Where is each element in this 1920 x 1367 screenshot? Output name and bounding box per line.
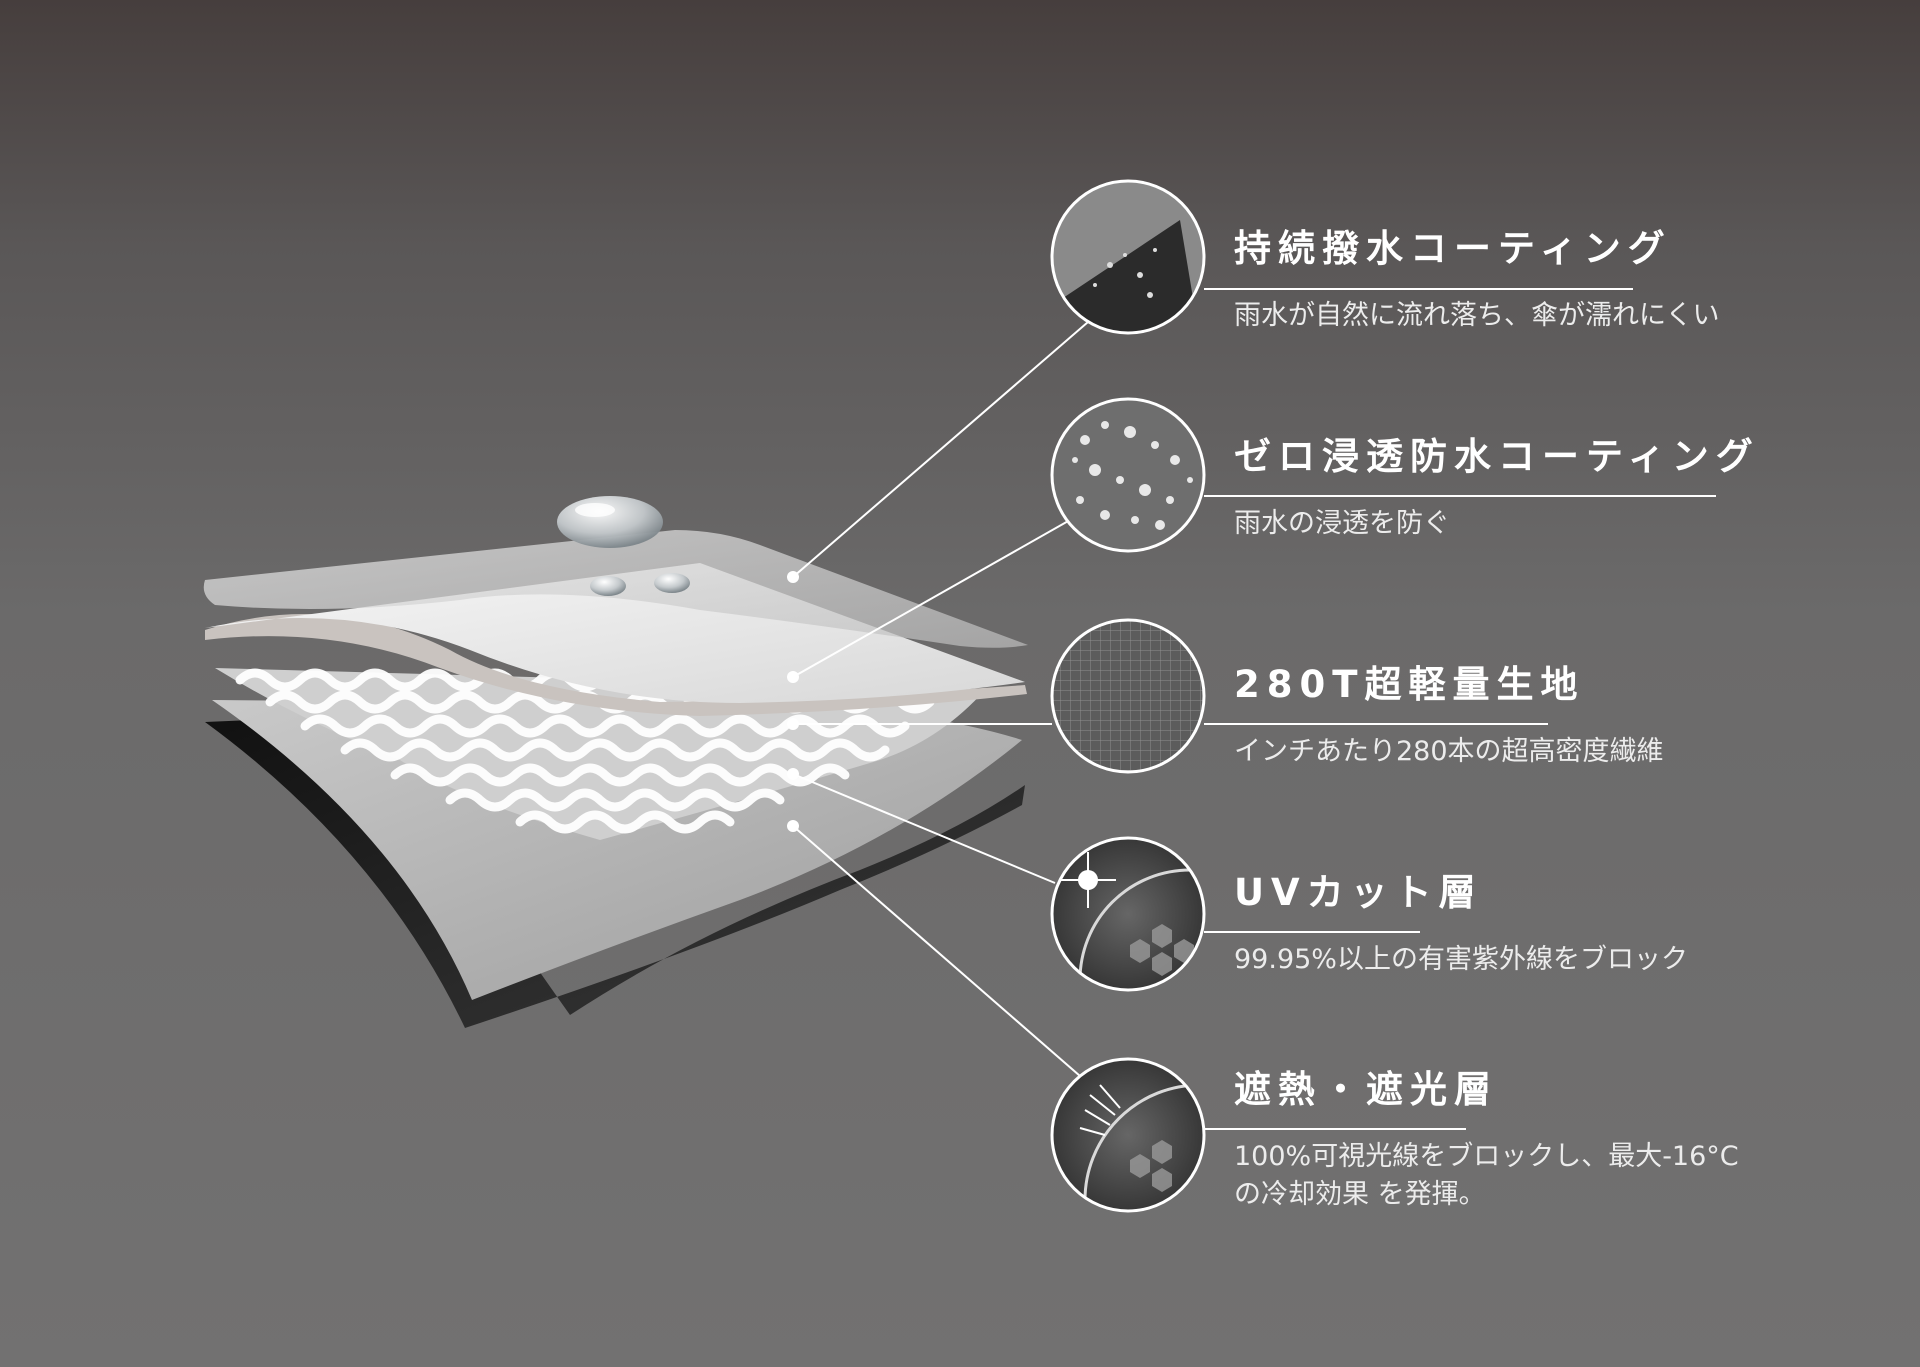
leader-dots [787, 571, 799, 832]
leader-lines [792, 321, 1089, 1077]
feature-description-line: の冷却効果 を発揮。 [1234, 1179, 1486, 1210]
feature-heat-shield: 遮熱・遮光層 100%可視光線をブロックし、最大-16°C の冷却効果 を発揮。 [1234, 1068, 1834, 1214]
feature-description: インチあたり280本の超高密度繊維 [1234, 736, 1664, 767]
water-beading-icon [1050, 179, 1206, 335]
small-water-drop [590, 576, 626, 596]
title-underlines [1204, 288, 1716, 1130]
white-waterproof-top [205, 563, 1025, 703]
feature-title: 遮熱・遮光層 [1234, 1068, 1498, 1111]
feature-title: ゼロ浸透防水コーティング [1234, 435, 1760, 478]
small-water-drop [654, 573, 690, 593]
feature-description: 雨水の浸透を防ぐ [1234, 508, 1450, 539]
fabric-mesh-icon [1050, 618, 1206, 774]
feature-description: 雨水が自然に流れ落ち、傘が濡れにくい [1234, 300, 1720, 331]
feature-lightweight-fabric: 280T超軽量生地 インチあたり280本の超高密度繊維 [1234, 663, 1834, 771]
water-droplets-icon [1050, 397, 1206, 553]
feature-title: 持続撥水コーティング [1234, 227, 1672, 270]
feature-uv-cut: UVカット層 99.95%以上の有害紫外線をブロック [1234, 871, 1834, 979]
large-water-drop [557, 496, 663, 548]
white-waterproof-layer [205, 614, 1027, 716]
feature-waterproof: ゼロ浸透防水コーティング 雨水の浸透を防ぐ [1234, 435, 1834, 543]
feature-title: UVカット層 [1234, 871, 1483, 914]
feature-description: 100%可視光線をブロックし、最大-16°C の冷却効果 を発揮。 [1234, 1138, 1794, 1214]
feature-description: 99.95%以上の有害紫外線をブロック [1234, 944, 1688, 975]
feature-description-line: 100%可視光線をブロックし、最大-16°C [1234, 1141, 1739, 1172]
feature-water-repellent: 持続撥水コーティング 雨水が自然に流れ落ち、傘が濡れにくい [1234, 227, 1834, 335]
feature-title: 280T超軽量生地 [1234, 663, 1585, 706]
